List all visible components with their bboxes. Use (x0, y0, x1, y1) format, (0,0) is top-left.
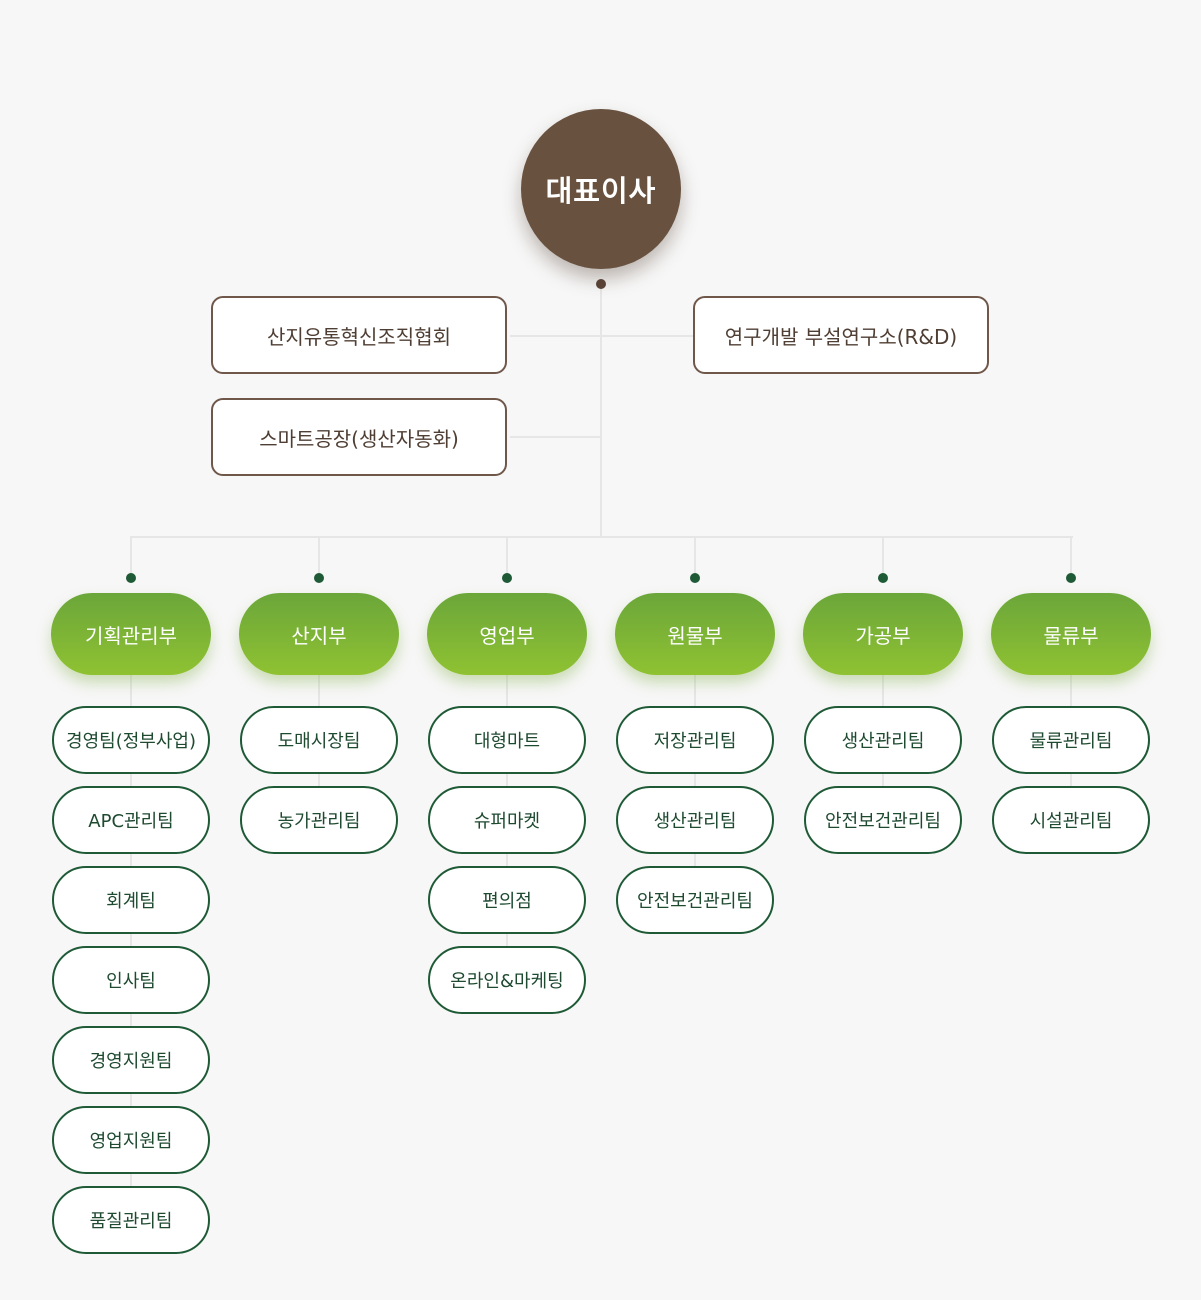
connector-drop (694, 536, 696, 578)
team-node: 인사팀 (52, 946, 210, 1014)
connector-drop (318, 536, 320, 578)
department-node: 기획관리부 (51, 593, 211, 675)
team-node: 안전보건관리팀 (804, 786, 962, 854)
team-node: 시설관리팀 (992, 786, 1150, 854)
team-node: 물류관리팀 (992, 706, 1150, 774)
department-node: 원물부 (615, 593, 775, 675)
team-node: 온라인&마케팅 (428, 946, 586, 1014)
team-node: 도매시장팀 (240, 706, 398, 774)
connector-drop (1070, 536, 1072, 578)
department-anchor-dot (878, 573, 888, 583)
team-node: 안전보건관리팀 (616, 866, 774, 934)
team-node: 편의점 (428, 866, 586, 934)
connector-dept-bus (131, 536, 1073, 538)
department-node: 영업부 (427, 593, 587, 675)
ceo-anchor-dot (596, 279, 606, 289)
department-node: 물류부 (991, 593, 1151, 675)
department-anchor-dot (126, 573, 136, 583)
unit-rnd-institute: 연구개발 부설연구소(R&D) (693, 296, 989, 374)
team-node: 회계팀 (52, 866, 210, 934)
team-node: 영업지원팀 (52, 1106, 210, 1174)
department-anchor-dot (502, 573, 512, 583)
connector-drop (130, 536, 132, 578)
department-anchor-dot (1066, 573, 1076, 583)
department-node: 가공부 (803, 593, 963, 675)
ceo-node: 대표이사 (521, 109, 681, 269)
team-node: 경영지원팀 (52, 1026, 210, 1094)
team-node: 경영팀(정부사업) (52, 706, 210, 774)
team-node: 생산관리팀 (804, 706, 962, 774)
team-node: 슈퍼마켓 (428, 786, 586, 854)
unit-sanji-innovation-association: 산지유통혁신조직협회 (211, 296, 507, 374)
department-anchor-dot (690, 573, 700, 583)
connector-left-bottom (510, 436, 602, 438)
team-node: 농가관리팀 (240, 786, 398, 854)
connector-drop (506, 536, 508, 578)
connector-left-top (510, 335, 602, 337)
department-anchor-dot (314, 573, 324, 583)
connector-trunk (600, 284, 602, 536)
team-node: 품질관리팀 (52, 1186, 210, 1254)
connector-right-top (600, 335, 693, 337)
department-node: 산지부 (239, 593, 399, 675)
unit-smart-factory: 스마트공장(생산자동화) (211, 398, 507, 476)
team-node: 생산관리팀 (616, 786, 774, 854)
team-node: APC관리팀 (52, 786, 210, 854)
connector-drop (882, 536, 884, 578)
team-node: 대형마트 (428, 706, 586, 774)
team-node: 저장관리팀 (616, 706, 774, 774)
